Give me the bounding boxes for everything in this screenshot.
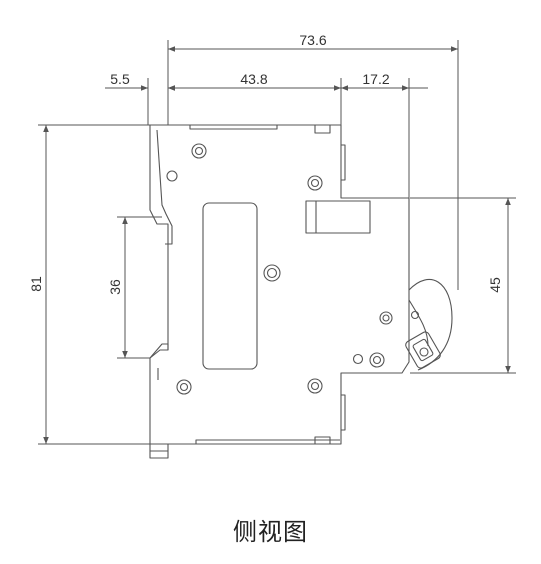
rivet-icon [369, 352, 385, 368]
dimension-lines [38, 40, 516, 445]
dim-label-front-height: 45 [487, 277, 503, 293]
side-view-drawing: 73.6 5.5 43.8 17.2 81 36 45 [28, 32, 516, 459]
body-outline [149, 124, 410, 445]
rail-clip-lower [149, 343, 169, 359]
small-hole-icon [166, 170, 178, 182]
rivet-icon [379, 311, 393, 325]
rivet-icon [307, 175, 323, 191]
label-window [202, 202, 258, 370]
rivet-icon [191, 143, 207, 159]
top-slot [189, 125, 278, 130]
rivet-icon [307, 378, 323, 394]
dim-label-front-depth: 17.2 [362, 71, 389, 87]
bottom-slot [195, 439, 340, 444]
rail-clip-upper [156, 129, 173, 245]
small-hole-icon [410, 310, 420, 320]
breaker-body [149, 124, 453, 459]
rivet-icon [176, 379, 192, 395]
dim-label-rail-height: 36 [107, 279, 123, 295]
dim-label-body-depth: 43.8 [240, 71, 267, 87]
rivet-icon [263, 264, 281, 282]
small-hole-icon [352, 353, 364, 365]
view-caption: 侧视图 [233, 518, 308, 546]
dim-label-height: 81 [28, 276, 44, 292]
terminal-clamp-icon [405, 331, 441, 369]
dim-label-left-offset: 5.5 [110, 71, 130, 87]
rivets [166, 143, 420, 395]
front-lever [408, 278, 453, 371]
dim-label-overall-width: 73.6 [299, 32, 326, 48]
handle-slot [305, 200, 371, 234]
